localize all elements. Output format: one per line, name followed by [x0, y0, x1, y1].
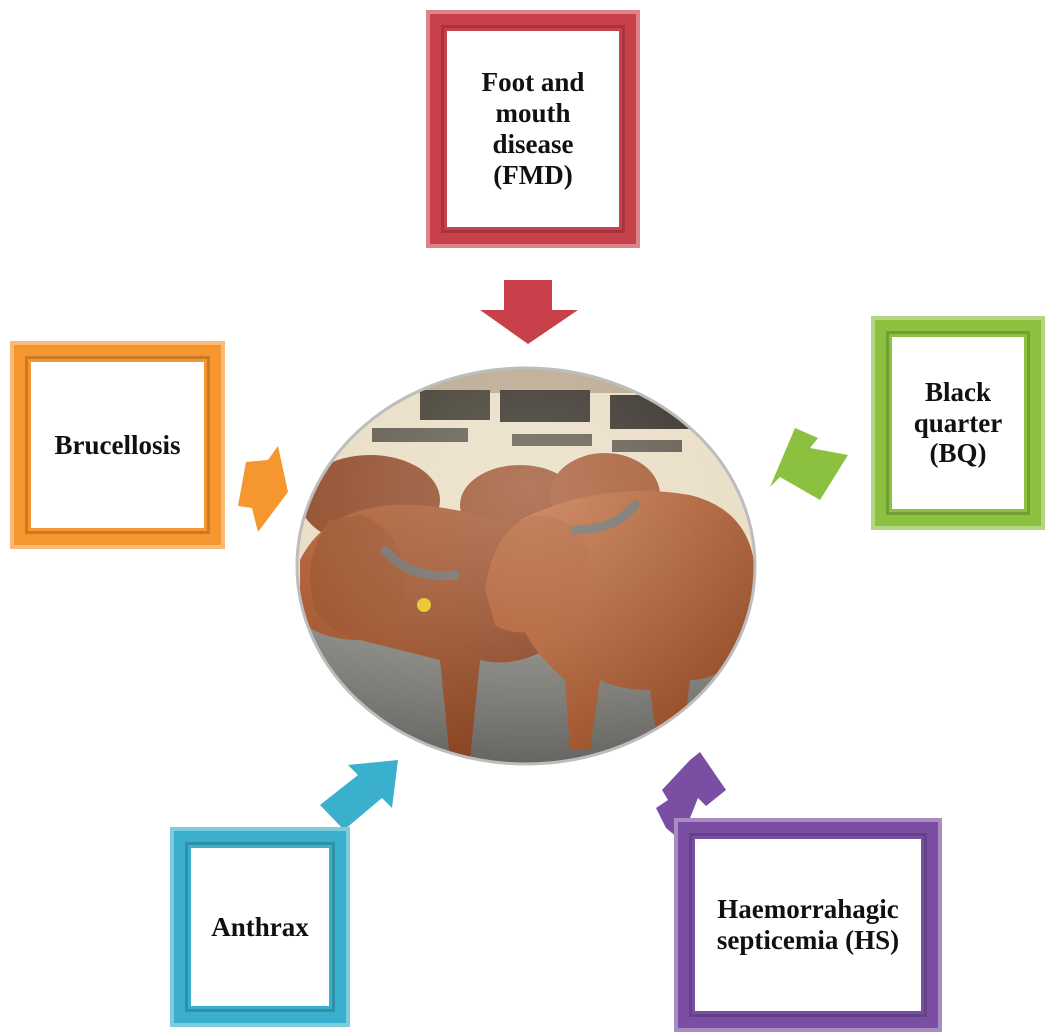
bq-label: Black quarter (BQ) [913, 376, 1003, 469]
fmd-arrow [480, 280, 578, 344]
bq-box: Black quarter (BQ) [871, 316, 1045, 530]
hs-label: Haemorrahagic septicemia (HS) [716, 894, 900, 955]
brucellosis-box: Brucellosis [10, 341, 225, 549]
hs-arrow [656, 752, 726, 838]
brucellosis-label: Brucellosis [54, 429, 181, 460]
hs-box: Haemorrahagic septicemia (HS) [674, 818, 942, 1032]
fmd-label: Foot and mouth disease (FMD) [481, 67, 585, 190]
anthrax-label: Anthrax [211, 911, 309, 942]
fmd-box: Foot and mouth disease (FMD) [426, 10, 640, 248]
anthrax-arrow [320, 760, 398, 830]
bq-arrow [770, 428, 848, 500]
brucellosis-arrow [238, 446, 288, 532]
anthrax-box: Anthrax [170, 827, 350, 1027]
